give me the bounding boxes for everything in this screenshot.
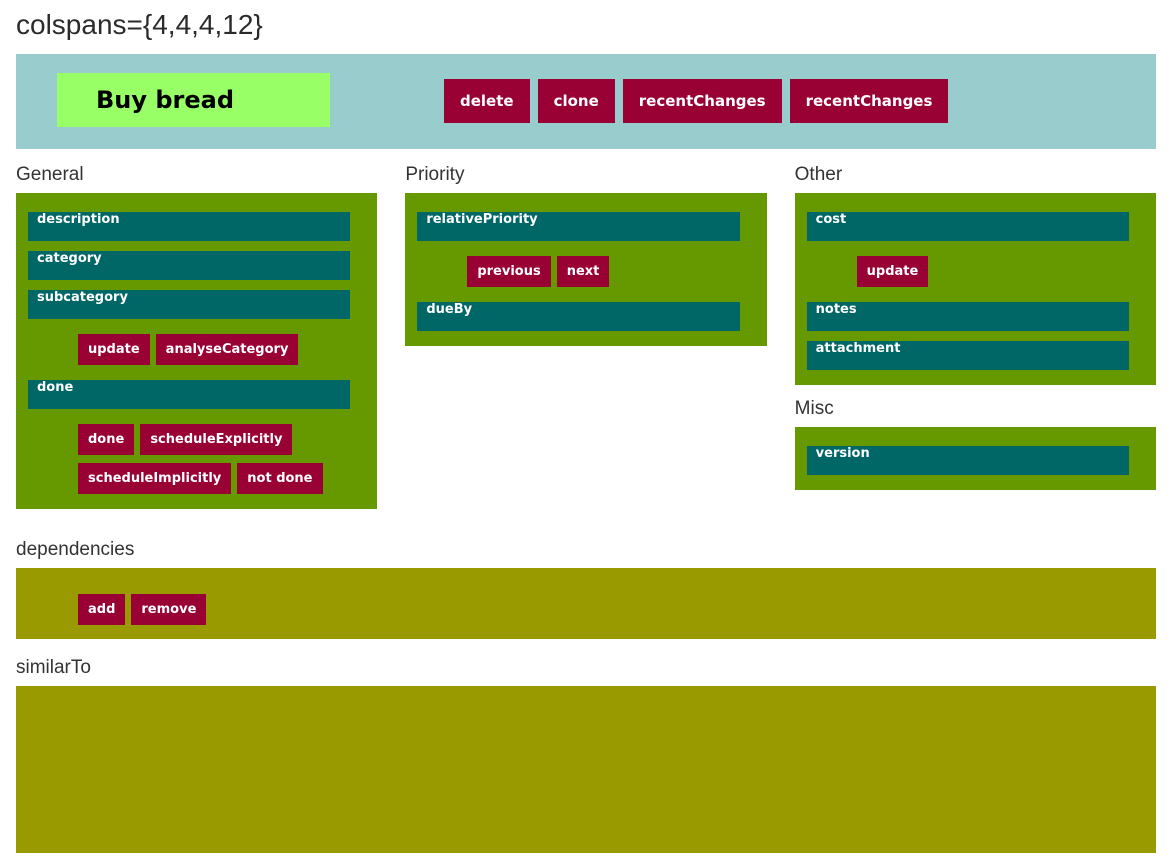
section-dependencies: dependencies add remove — [16, 539, 1156, 639]
priority-panel: relativePriority previous next dueBy — [405, 193, 767, 346]
clone-button[interactable]: clone — [537, 79, 615, 123]
done-button-row-1: done scheduleExplicitly — [78, 424, 350, 455]
schedule-explicitly-button[interactable]: scheduleExplicitly — [140, 424, 293, 455]
section-general: General description category subcategory… — [16, 164, 378, 509]
similar-to-panel — [16, 686, 1156, 853]
analyse-category-button[interactable]: analyseCategory — [155, 334, 299, 365]
dependencies-button-row: add remove — [78, 594, 1156, 625]
schedule-implicitly-button[interactable]: scheduleImplicitly — [78, 463, 232, 494]
misc-heading: Misc — [794, 398, 834, 419]
add-button[interactable]: add — [78, 594, 126, 625]
similar-to-heading: similarTo — [16, 657, 91, 678]
dependencies-heading: dependencies — [16, 539, 135, 560]
done-button[interactable]: done — [78, 424, 135, 455]
relative-priority-field[interactable]: relativePriority — [417, 212, 740, 241]
other-panel: cost update notes attachment — [794, 193, 1156, 385]
section-misc: Misc version — [794, 398, 1156, 490]
page-title: colspans={4,4,4,12} — [16, 9, 263, 40]
due-by-field[interactable]: dueBy — [417, 302, 740, 331]
done-button-row-2: scheduleImplicitly not done — [78, 463, 350, 494]
attachment-field[interactable]: attachment — [806, 341, 1129, 370]
general-panel: description category subcategory update … — [16, 193, 378, 509]
remove-button[interactable]: remove — [131, 594, 207, 625]
cost-button-row: update — [856, 256, 1129, 287]
page: colspans={4,4,4,12} Buy bread delete clo… — [16, 0, 1156, 853]
recent-changes-button-1[interactable]: recentChanges — [622, 79, 782, 123]
version-field[interactable]: version — [806, 446, 1129, 475]
delete-button[interactable]: delete — [444, 79, 530, 123]
cost-field[interactable]: cost — [806, 212, 1129, 241]
section-other: Other cost update notes attachment — [794, 164, 1156, 385]
header-button-group: delete clone recentChanges recentChanges — [444, 79, 949, 123]
category-button-row: update analyseCategory — [78, 334, 350, 365]
category-field[interactable]: category — [28, 251, 351, 280]
priority-heading: Priority — [405, 164, 465, 185]
description-field[interactable]: description — [28, 212, 351, 241]
general-heading: General — [16, 164, 84, 185]
general-update-button[interactable]: update — [78, 334, 150, 365]
form-columns: General description category subcategory… — [16, 164, 1156, 509]
misc-panel: version — [794, 427, 1156, 490]
column-three: Other cost update notes attachment Misc … — [794, 164, 1156, 490]
notes-field[interactable]: notes — [806, 302, 1129, 331]
done-field[interactable]: done — [28, 380, 351, 409]
section-similar-to: similarTo — [16, 657, 1156, 853]
section-priority: Priority relativePriority previous next … — [405, 164, 767, 346]
priority-button-row: previous next — [467, 256, 739, 287]
other-update-button[interactable]: update — [856, 256, 929, 287]
task-title-box: Buy bread — [57, 73, 330, 127]
subcategory-field[interactable]: subcategory — [28, 290, 351, 319]
not-done-button[interactable]: not done — [237, 463, 323, 494]
next-button[interactable]: next — [556, 256, 610, 287]
recent-changes-button-2[interactable]: recentChanges — [789, 79, 949, 123]
other-heading: Other — [794, 164, 843, 185]
previous-button[interactable]: previous — [467, 256, 551, 287]
dependencies-panel: add remove — [16, 568, 1156, 639]
task-header-bar: Buy bread delete clone recentChanges rec… — [16, 54, 1156, 149]
